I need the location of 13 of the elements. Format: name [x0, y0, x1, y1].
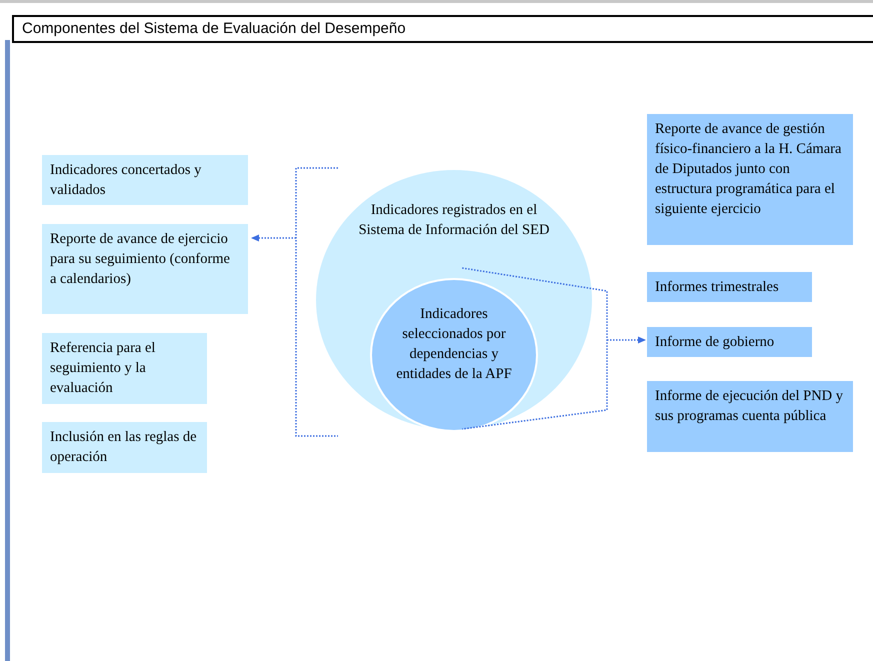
- text-box: Reporte de avance de ejercicio para su seguimiento (conforme a calendarios): [42, 224, 248, 314]
- text-box: Reporte de avance de gestión físico-financiero a la H. Cámara de Diputados junto con estructura programática para el siguiente ejercicio: [647, 114, 853, 245]
- text-box: Informe de ejecución del PND y sus programas cuenta pública: [647, 381, 853, 452]
- text-box: Informe de gobierno: [647, 327, 812, 357]
- bracket-arrow: [461, 267, 646, 430]
- diagram-title: Componentes del Sistema de Evaluación del Desempeño: [12, 15, 873, 43]
- bracket-arrow: [251, 167, 339, 437]
- text-box: Inclusión en las reglas de operación: [42, 422, 207, 473]
- node-text: Indicadores registrados en el Sistema de Información del SED: [358, 201, 550, 240]
- node-text: Indicadores seleccionados por dependencias y entidades de la APF: [395, 305, 513, 384]
- text-box: Informes trimestrales: [647, 272, 812, 302]
- text-box: Indicadores concertados y validados: [42, 155, 248, 205]
- text-box: Referencia para el seguimiento y la evaluación: [42, 333, 207, 404]
